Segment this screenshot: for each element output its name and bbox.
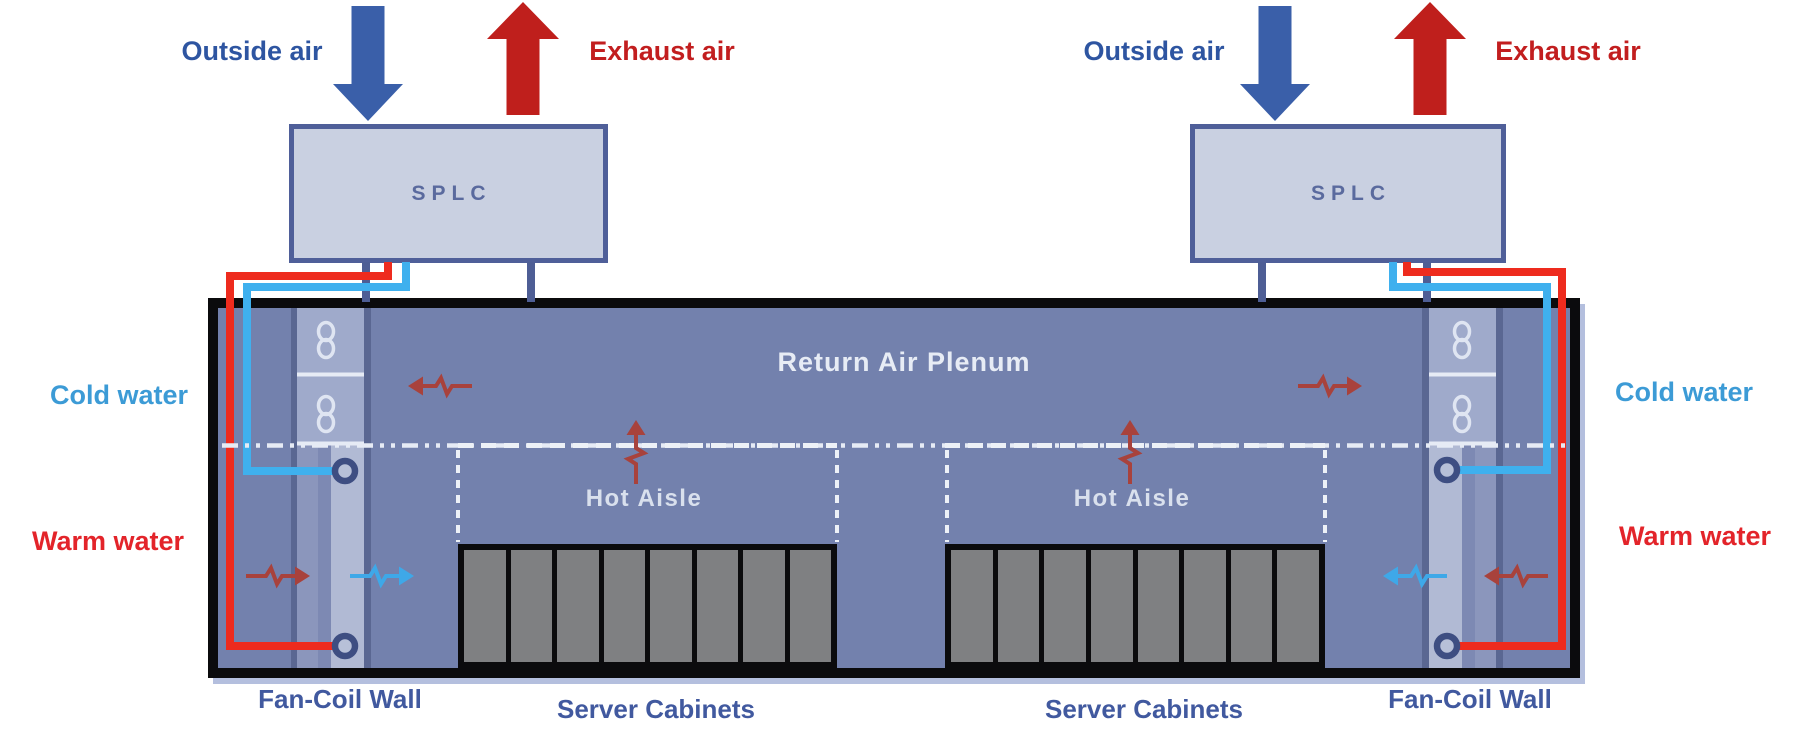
splc-label: SPLC — [1310, 181, 1391, 205]
outside-air-arrow-icon — [1240, 6, 1310, 121]
splc-label: SPLC — [411, 181, 492, 205]
server-cabinet — [743, 550, 785, 662]
warm-water-label-left: Warm water — [31, 526, 185, 556]
server-cabinets-label-1: Server Cabinets — [557, 694, 755, 724]
server-cabinet — [510, 550, 552, 662]
fan-coil-wall-left-cells — [297, 308, 364, 445]
exhaust-air-label-right: Exhaust air — [1495, 36, 1641, 66]
duct-stub — [1423, 262, 1431, 302]
cold-water-label-left: Cold water — [49, 380, 189, 410]
datacenter-room — [208, 298, 1580, 678]
fan-coil-wall-right-lower-a — [1475, 445, 1496, 668]
server-cabinet — [1230, 550, 1273, 662]
server-cabinet-row-1 — [458, 544, 837, 668]
exhaust-air-label-left: Exhaust air — [589, 36, 735, 66]
server-cabinet — [696, 550, 738, 662]
splc-unit-right: SPLC — [1190, 124, 1506, 263]
server-cabinet — [464, 550, 506, 662]
warm-water-label-right: Warm water — [1618, 521, 1772, 551]
fan-coil-wall-right-lower-c — [1429, 445, 1462, 668]
outside-air-arrow-icon — [333, 6, 403, 121]
fan-coil-wall-right — [1496, 308, 1503, 668]
fan-coil-wall-label-left: Fan-Coil Wall — [258, 684, 422, 714]
fan-coil-wall-left-lower-c — [331, 445, 364, 668]
return-air-plenum-label: Return Air Plenum — [777, 347, 1031, 377]
fan-coil-wall-right-divider — [1422, 308, 1429, 668]
duct-stub — [1258, 262, 1266, 302]
fan-coil-wall-label-right: Fan-Coil Wall — [1388, 684, 1552, 714]
fan-coil-wall-right-cells — [1429, 308, 1496, 445]
splc-unit-left: SPLC — [289, 124, 608, 263]
server-cabinet — [1137, 550, 1180, 662]
server-cabinet — [997, 550, 1040, 662]
hot-aisle-label-2: Hot Aisle — [1073, 485, 1191, 512]
server-cabinet — [1044, 550, 1086, 662]
outside-air-label-right: Outside air — [1083, 36, 1225, 66]
server-cabinet — [1184, 550, 1226, 662]
server-cabinet — [1277, 550, 1319, 662]
outside-air-label-left: Outside air — [181, 36, 323, 66]
duct-stub — [362, 262, 370, 302]
fan-coil-wall-right-lower-b — [1462, 445, 1475, 668]
hot-aisle-label-1: Hot Aisle — [585, 485, 703, 512]
exhaust-air-arrow-icon — [1394, 2, 1466, 115]
fan-coil-wall-left-lower-a — [297, 445, 318, 668]
fan-coil-wall-left-lower-b — [318, 445, 331, 668]
server-cabinets-label-2: Server Cabinets — [1045, 694, 1243, 724]
server-cabinet — [557, 550, 599, 662]
fan-coil-wall-left-divider — [364, 308, 371, 668]
server-cabinet — [951, 550, 993, 662]
server-cabinet — [650, 550, 692, 662]
server-cabinet — [789, 550, 831, 662]
server-cabinet — [603, 550, 645, 662]
duct-stub — [527, 262, 535, 302]
cold-water-label-right: Cold water — [1614, 377, 1754, 407]
server-cabinet — [1090, 550, 1133, 662]
server-cabinet-row-2 — [945, 544, 1325, 668]
exhaust-air-arrow-icon — [487, 2, 559, 115]
